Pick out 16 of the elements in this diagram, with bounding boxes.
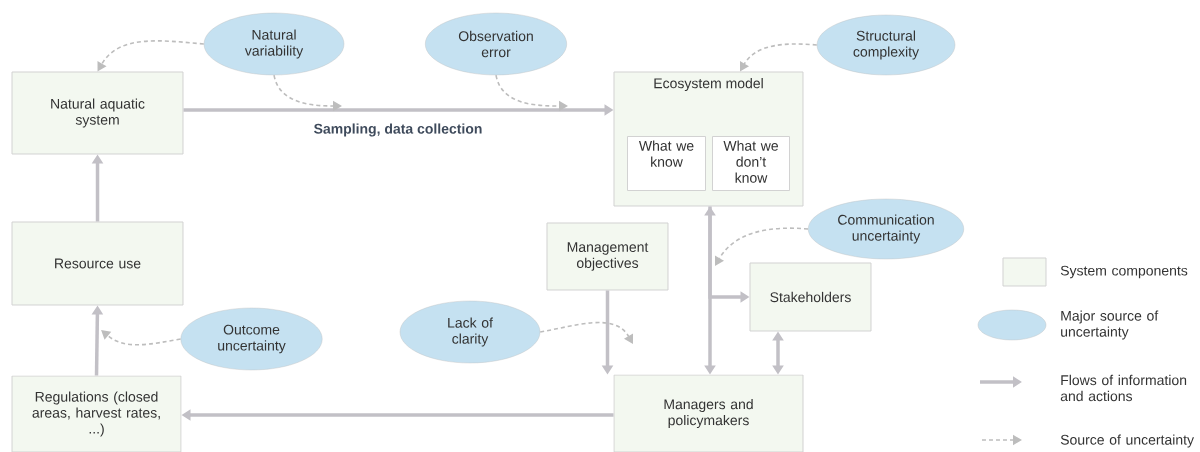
legend-label: System components <box>1060 265 1188 279</box>
system-box: Managers and policymakers <box>613 374 804 452</box>
dashed-arrow <box>539 321 634 344</box>
legend-label: Flows of information and actions <box>1060 374 1187 402</box>
system-box: Regulations (closed areas, harvest rates, ...) <box>11 375 182 452</box>
dashed-arrow <box>715 227 809 266</box>
legend-label: Major source of uncertainty <box>1061 310 1159 340</box>
edge-label: Sampling, data collection <box>312 122 484 138</box>
system-box: Stakeholders <box>749 262 872 332</box>
legend-label: Source of uncertainty <box>1060 434 1194 448</box>
system-box: Management objectives <box>546 222 669 291</box>
system-box: Resource use <box>11 221 184 306</box>
knowledge-box: What we know <box>627 136 706 191</box>
knowledge-box: What we don’t know <box>712 136 790 191</box>
dashed-arrow <box>101 330 182 346</box>
system-box: Natural aquatic system <box>11 71 184 155</box>
